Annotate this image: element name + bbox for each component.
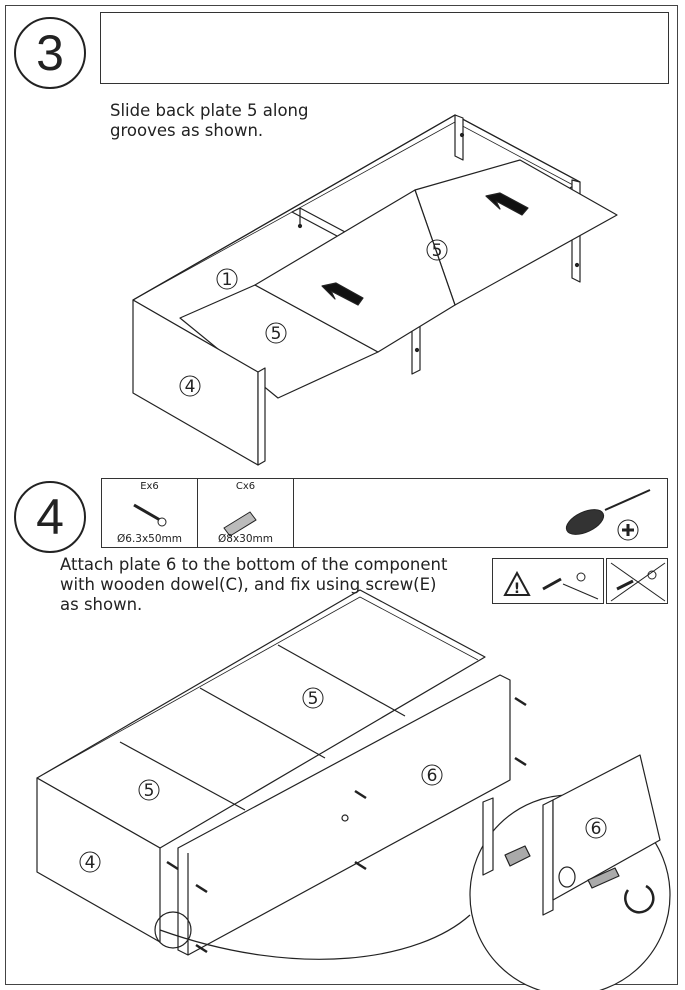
step-3-instruction: Slide back plate 5 along grooves as show… (110, 101, 309, 140)
label-back-plate: 5 (271, 324, 282, 344)
step-4-instruction: Attach plate 6 to the bottom of the comp… (60, 555, 448, 614)
label-back-plate: 5 (308, 689, 319, 709)
screw-icon (133, 503, 167, 527)
warning-box-crossed (606, 558, 668, 604)
step-3-header-box (100, 12, 669, 84)
warning-box: ! (492, 558, 604, 604)
label-side-plate: 4 (85, 853, 96, 873)
page-frame (5, 5, 678, 985)
step-3-number: 3 (14, 17, 86, 89)
parts-list-box: Ex6 Ø6.3x50mm Cx6 Ø8x30mm (101, 478, 668, 548)
label-back-plate: 5 (432, 241, 443, 261)
detail-dowel-icon (504, 845, 531, 867)
arrow-icon (321, 282, 364, 306)
phillips-screwdriver-icon (565, 489, 651, 541)
detail-screw-icon (587, 867, 620, 889)
label-bottom-plate: 6 (427, 766, 438, 786)
part-dowel: Cx6 Ø8x30mm (198, 479, 294, 547)
part-spec: Ø8x30mm (218, 533, 273, 545)
svg-text:!: ! (514, 581, 520, 597)
step-4-number: 4 (14, 481, 86, 553)
part-screw: Ex6 Ø6.3x50mm (102, 479, 198, 547)
label-detail-plate: 6 (591, 819, 602, 839)
label-top-plate: 1 (222, 270, 233, 290)
part-qty: Cx6 (235, 481, 256, 492)
dowel-icon (223, 511, 257, 537)
label-side-plate: 4 (185, 377, 196, 397)
arrow-icon (485, 192, 529, 216)
crossed-out-icon (610, 562, 666, 602)
label-back-plate: 5 (144, 781, 155, 801)
part-qty: Ex6 (140, 481, 159, 492)
warning-triangle-icon: ! (503, 570, 599, 600)
part-spec: Ø6.3x50mm (117, 533, 182, 545)
